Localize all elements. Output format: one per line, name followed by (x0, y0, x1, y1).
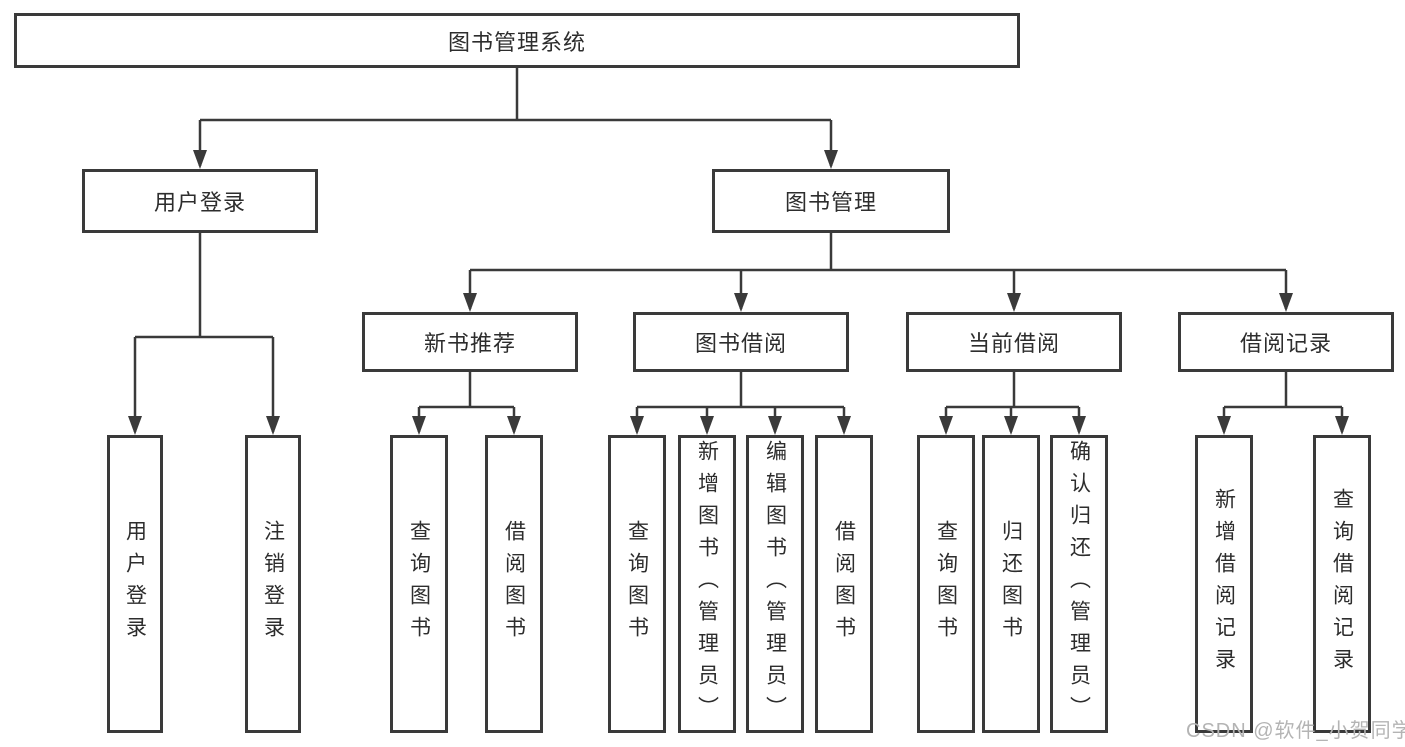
leaf-edit-book-admin: 编辑图书（管理员） (746, 435, 804, 733)
leaf-query-borrow-record: 查询借阅记录 (1313, 435, 1371, 733)
leaf-query-books-borrow: 查询图书 (608, 435, 666, 733)
leaf-confirm-return-admin: 确认归还（管理员） (1050, 435, 1108, 733)
leaf-add-borrow-record: 新增借阅记录 (1195, 435, 1253, 733)
leaf-return-book: 归还图书 (982, 435, 1040, 733)
leaf-label: 借阅图书 (832, 520, 856, 648)
leaf-label: 用户登录 (123, 520, 147, 648)
leaf-label: 借阅图书 (502, 520, 526, 648)
connector-paths (133, 68, 1344, 432)
leaf-borrow-books: 借阅图书 (815, 435, 873, 733)
node-library-management-system: 图书管理系统 (14, 13, 1020, 68)
leaf-add-book-admin: 新增图书（管理员） (678, 435, 736, 733)
node-user-login: 用户登录 (82, 169, 318, 233)
leaf-label: 确认归还（管理员） (1067, 440, 1091, 728)
node-book-management: 图书管理 (712, 169, 950, 233)
leaf-label: 查询图书 (407, 520, 431, 648)
leaf-user-login: 用户登录 (107, 435, 163, 733)
node-book-borrow: 图书借阅 (633, 312, 849, 372)
leaf-borrow-books-recommend: 借阅图书 (485, 435, 543, 733)
leaf-label: 归还图书 (999, 520, 1023, 648)
leaf-logout: 注销登录 (245, 435, 301, 733)
leaf-label: 编辑图书（管理员） (763, 440, 787, 728)
leaf-query-books-recommend: 查询图书 (390, 435, 448, 733)
node-current-borrow: 当前借阅 (906, 312, 1122, 372)
csdn-watermark: CSDN @软件_小贺同学 (1186, 720, 1405, 742)
leaf-label: 查询图书 (934, 520, 958, 648)
leaf-label: 查询图书 (625, 520, 649, 648)
leaf-label: 查询借阅记录 (1330, 488, 1354, 680)
node-new-book-recommend: 新书推荐 (362, 312, 578, 372)
leaf-label: 新增借阅记录 (1212, 488, 1236, 680)
leaf-query-books-current: 查询图书 (917, 435, 975, 733)
leaf-label: 新增图书（管理员） (695, 440, 719, 728)
arrowheads (128, 150, 1349, 435)
node-borrow-records: 借阅记录 (1178, 312, 1394, 372)
leaf-label: 注销登录 (261, 520, 285, 648)
